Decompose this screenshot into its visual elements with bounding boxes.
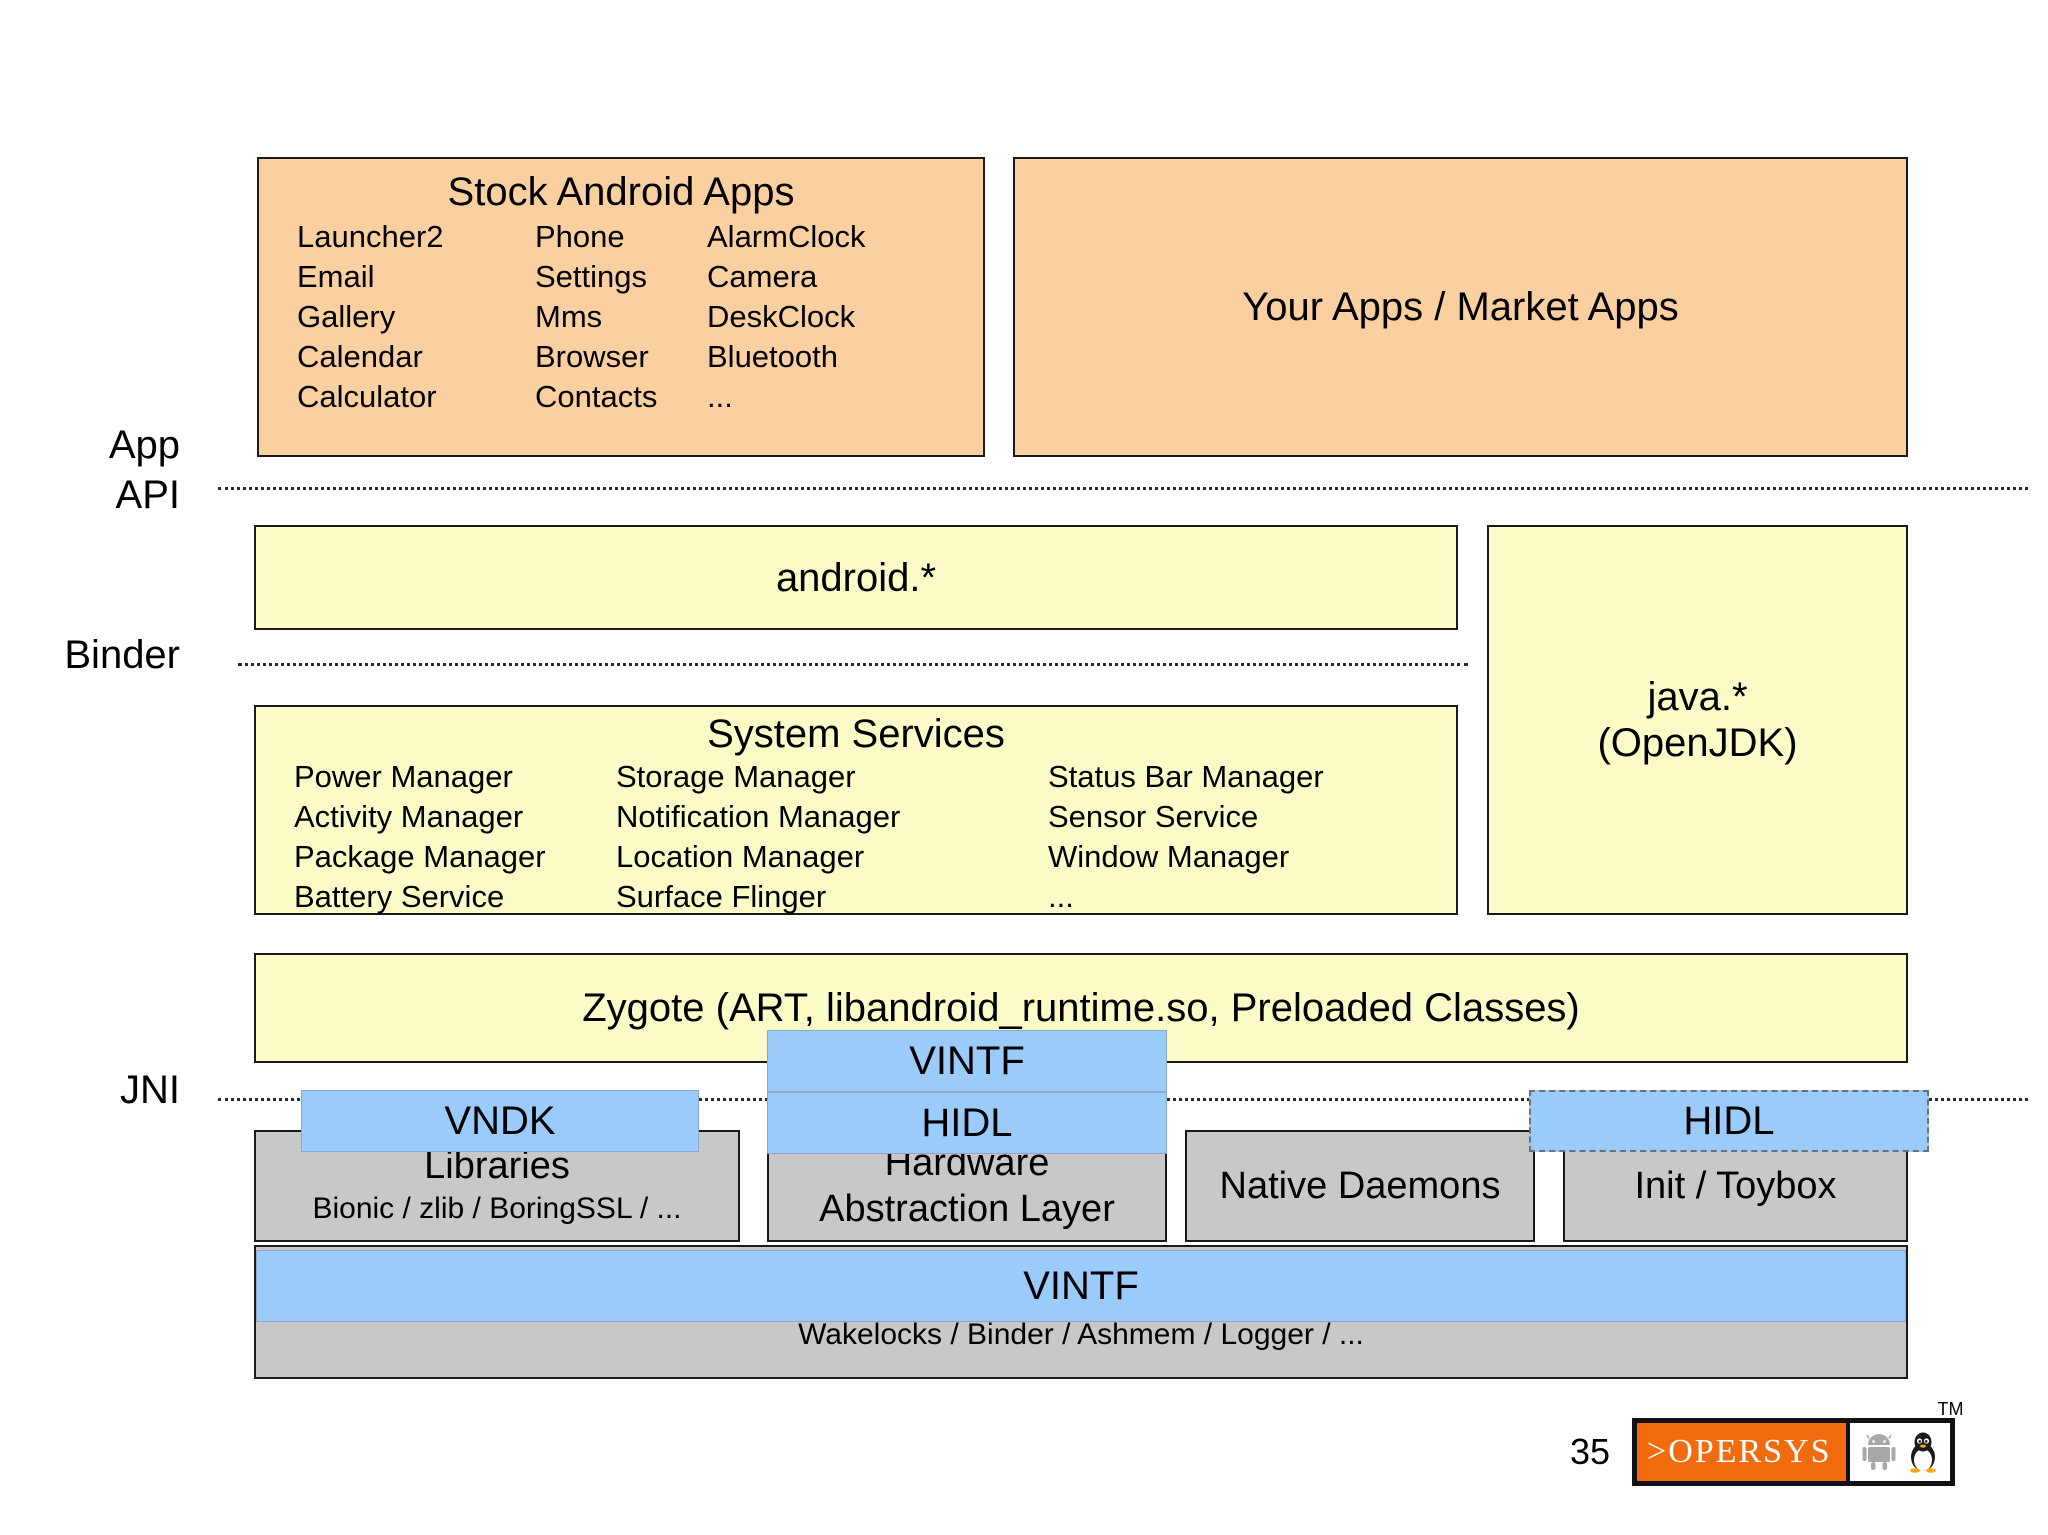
system-service-item: Power Manager (294, 759, 513, 794)
system-service-item: Package Manager (294, 839, 546, 874)
android-api-box: android.* (254, 525, 1458, 630)
market-apps-title: Your Apps / Market Apps (1242, 285, 1679, 329)
divider-binder (238, 663, 1468, 666)
linux-kernel-subtitle: Wakelocks / Binder / Ashmem / Logger / .… (798, 1318, 1364, 1351)
vndk-chip: VNDK (301, 1090, 699, 1152)
stock-app-item: Contacts (535, 379, 658, 414)
system-service-item: Sensor Service (1048, 799, 1259, 834)
java-api-line1: java.* (1647, 675, 1748, 719)
market-apps-box: Your Apps / Market Apps (1013, 157, 1908, 457)
system-service-item: Status Bar Manager (1048, 759, 1324, 794)
stock-apps-columns: Launcher2 Email Gallery Calendar Calcula… (259, 217, 983, 417)
vintf-mid-label: VINTF (909, 1038, 1025, 1083)
system-service-item: Location Manager (616, 839, 865, 874)
system-services-column-2: Storage Manager Notification Manager Loc… (616, 757, 1048, 917)
divider-app-api (218, 487, 2028, 490)
vintf-mid-chip: VINTF (767, 1030, 1167, 1092)
stock-app-item: Calendar (297, 339, 423, 374)
vintf-bottom-label: VINTF (1023, 1263, 1139, 1308)
system-services-column-3: Status Bar Manager Sensor Service Window… (1048, 757, 1408, 917)
stock-apps-column-3: AlarmClock Camera DeskClock Bluetooth ..… (707, 217, 907, 417)
android-api-title: android.* (775, 555, 937, 600)
vintf-bottom-chip: VINTF (256, 1250, 1906, 1322)
side-label-api: API (115, 473, 180, 517)
page-number: 35 (1570, 1431, 1611, 1472)
system-services-columns: Power Manager Activity Manager Package M… (256, 757, 1456, 917)
stock-app-item: Calculator (297, 379, 437, 414)
side-label-app-api: App API (60, 420, 180, 520)
android-robot-icon (1860, 1432, 1898, 1472)
libraries-subtitle: Bionic / zlib / BoringSSL / ... (312, 1192, 682, 1225)
stock-app-item: DeskClock (707, 299, 856, 334)
system-services-title: System Services (707, 712, 1005, 756)
system-services-box: System Services Power Manager Activity M… (254, 705, 1458, 915)
stock-app-item: Bluetooth (707, 339, 838, 374)
system-service-item: Window Manager (1048, 839, 1290, 874)
system-service-item: Notification Manager (616, 799, 901, 834)
system-services-column-1: Power Manager Activity Manager Package M… (294, 757, 616, 917)
init-toybox-title: Init / Toybox (1634, 1165, 1837, 1207)
hidl-mid-chip: HIDL (767, 1092, 1167, 1154)
logo-icon-group (1845, 1423, 1950, 1481)
stock-app-item: Email (297, 259, 375, 294)
stock-app-item: Settings (535, 259, 648, 294)
slide-footer: 35 >OPERSYS (1570, 1399, 1964, 1486)
stock-app-item: Gallery (297, 299, 396, 334)
vndk-label: VNDK (444, 1098, 556, 1143)
java-api-line2: (OpenJDK) (1597, 721, 1798, 765)
stock-apps-column-1: Launcher2 Email Gallery Calendar Calcula… (297, 217, 535, 417)
stock-app-item: ... (707, 379, 733, 414)
native-daemons-title: Native Daemons (1219, 1165, 1501, 1207)
stock-app-item: Camera (707, 259, 818, 294)
zygote-title: Zygote (ART, libandroid_runtime.so, Prel… (582, 986, 1580, 1030)
stock-app-item: Mms (535, 299, 603, 334)
system-service-item: Storage Manager (616, 759, 856, 794)
hidl-mid-label: HIDL (921, 1100, 1013, 1145)
stock-apps-title: Stock Android Apps (447, 170, 795, 214)
libraries-title: Libraries (424, 1145, 570, 1187)
hidl-right-label: HIDL (1683, 1098, 1775, 1143)
java-api-box: java.* (OpenJDK) (1487, 525, 1908, 915)
opersys-logo: >OPERSYS (1632, 1399, 1964, 1486)
trademark-mark: TM (1937, 1399, 1964, 1419)
side-label-app: App (108, 423, 180, 467)
stock-app-item: Phone (535, 219, 625, 254)
stock-android-apps-box: Stock Android Apps Launcher2 Email Galle… (257, 157, 985, 457)
system-service-item: ... (1048, 879, 1074, 914)
system-service-item: Battery Service (294, 879, 505, 914)
hal-line2: Abstraction Layer (819, 1188, 1115, 1230)
side-label-jni: JNI (120, 1068, 180, 1112)
stock-app-item: AlarmClock (707, 219, 866, 254)
stock-apps-column-2: Phone Settings Mms Browser Contacts (535, 217, 707, 417)
stock-app-item: Launcher2 (297, 219, 444, 254)
opersys-logo-text: >OPERSYS (1637, 1423, 1846, 1481)
side-label-binder: Binder (64, 633, 180, 677)
system-service-item: Surface Flinger (616, 879, 827, 914)
native-daemons-box: Native Daemons (1185, 1130, 1535, 1242)
stock-app-item: Browser (535, 339, 649, 374)
system-service-item: Activity Manager (294, 799, 524, 834)
hidl-right-chip: HIDL (1529, 1090, 1929, 1152)
linux-penguin-icon (1906, 1431, 1940, 1473)
